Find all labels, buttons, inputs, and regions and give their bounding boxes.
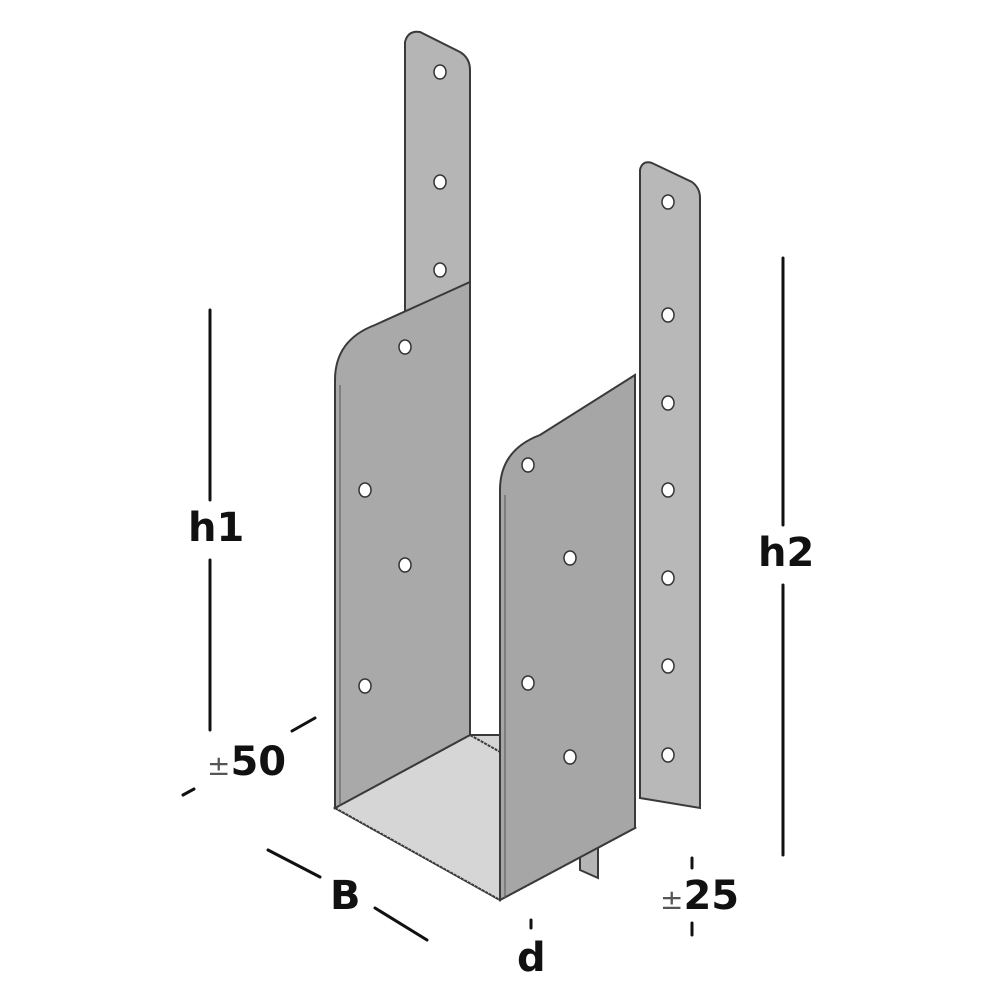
hole-icon bbox=[433, 64, 447, 80]
left-plate bbox=[334, 280, 471, 810]
B-line-left bbox=[266, 848, 322, 879]
h2-label: h2 bbox=[758, 530, 815, 576]
left-strap bbox=[404, 30, 471, 314]
plus-minus-sign: ± bbox=[207, 749, 231, 782]
dimension-lines bbox=[181, 256, 785, 942]
offset50-label: ± 50 bbox=[207, 742, 286, 782]
offset25-label: ± 25 bbox=[660, 876, 739, 916]
offset50-value: 50 bbox=[230, 739, 287, 785]
plus-minus-sign: ± bbox=[660, 883, 684, 916]
h1-label: h1 bbox=[188, 505, 245, 551]
d-label: d bbox=[517, 935, 546, 981]
right-plate bbox=[499, 373, 636, 902]
hole-icon bbox=[433, 262, 447, 278]
offset50-tick-right bbox=[290, 716, 317, 733]
B-label: B bbox=[330, 873, 361, 919]
offset50-tick-left bbox=[181, 787, 196, 797]
right-strap bbox=[639, 161, 701, 810]
offset25-value: 25 bbox=[683, 873, 740, 919]
hole-icon bbox=[433, 174, 447, 190]
B-line-right bbox=[373, 906, 429, 942]
